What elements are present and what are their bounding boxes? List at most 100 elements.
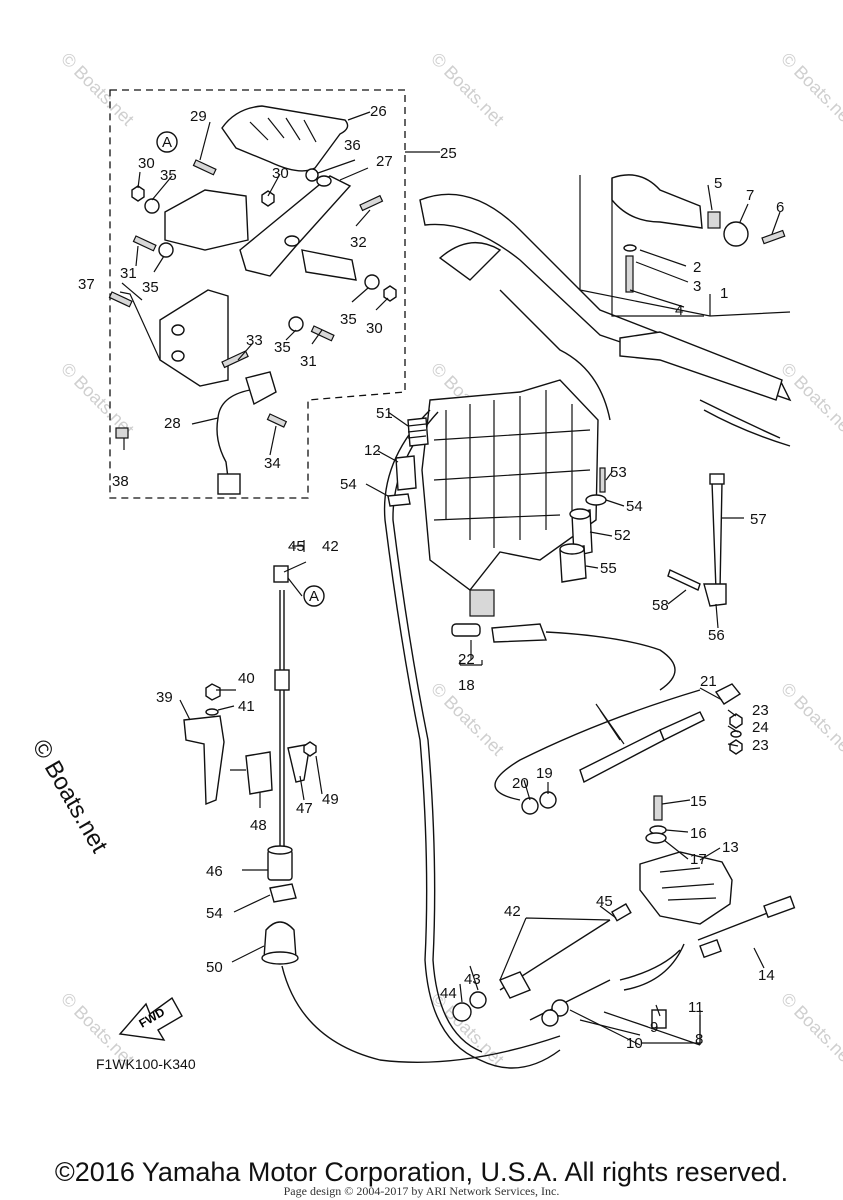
end-cap-7 — [723, 221, 749, 247]
callout: 2 — [693, 259, 701, 276]
control-unit-13 — [639, 851, 733, 925]
callout: 31 — [120, 265, 137, 282]
callout: 44 — [440, 985, 457, 1002]
holder-54 — [387, 493, 411, 507]
callout: 41 — [238, 698, 255, 715]
mount-bracket — [159, 289, 229, 387]
lever-housing — [164, 189, 249, 251]
leader-lines — [119, 111, 781, 1046]
callout: 37 — [78, 276, 95, 293]
screw-29 — [192, 159, 217, 176]
callout: 58 — [652, 597, 669, 614]
callout: 11 — [688, 999, 704, 1016]
callout: 47 — [296, 800, 313, 817]
grommet-50 — [263, 921, 297, 959]
callout: 42 — [322, 538, 339, 555]
cable-end-12 — [395, 455, 417, 491]
clip-54 — [269, 883, 297, 903]
callout: 35 — [160, 167, 177, 184]
callout: 54 — [206, 905, 223, 922]
sensor-connector-28 — [217, 473, 241, 495]
remote-cable-assembly — [452, 903, 632, 1027]
cable-sleeve-18 — [579, 729, 665, 784]
callout: 22 — [458, 651, 475, 668]
callout: 36 — [344, 137, 361, 154]
callout: 33 — [246, 332, 263, 349]
clip-58 — [667, 569, 701, 591]
callout: 50 — [206, 959, 223, 976]
joint-45 — [273, 565, 289, 583]
callout: 38 — [112, 473, 129, 490]
washer-41 — [205, 708, 219, 716]
callout: 23 — [752, 702, 769, 719]
callout: 6 — [776, 199, 784, 216]
callout: 52 — [614, 527, 631, 544]
fwd-arrow: FWD — [118, 996, 183, 1041]
callout: 56 — [708, 627, 725, 644]
callout: 31 — [300, 353, 317, 370]
grommet-17 — [645, 832, 667, 844]
reference-mark-label: A — [162, 134, 172, 151]
reference-mark-bottom: A — [303, 585, 325, 607]
callout: 39 — [156, 689, 173, 706]
callout: 16 — [690, 825, 707, 842]
throttle-lever-26 — [221, 105, 349, 172]
column-bolt — [469, 589, 495, 617]
steering-column — [421, 289, 611, 617]
steering-cable-assembly — [383, 409, 561, 1069]
callout: 7 — [746, 187, 754, 204]
callout: 1 — [720, 285, 728, 302]
callout: 3 — [693, 278, 701, 295]
callout: 10 — [626, 1035, 643, 1052]
steering-cable-top — [499, 289, 611, 421]
rod-end-21 — [714, 683, 742, 705]
callout: 21 — [700, 673, 717, 690]
callout: 57 — [750, 511, 767, 528]
nut-38 — [115, 427, 129, 439]
callout: 17 — [690, 851, 707, 868]
callout: 4 — [675, 302, 683, 319]
watermark: © Boats.net — [57, 49, 138, 130]
clamp-47 — [287, 743, 311, 783]
right-handlebar — [619, 331, 783, 401]
throttle-grip — [611, 174, 703, 229]
callout: 27 — [376, 153, 393, 170]
callout: 35 — [142, 279, 159, 296]
watermark: © Boats.net — [777, 679, 843, 760]
plate-48 — [245, 751, 273, 795]
bolt-31 — [310, 325, 335, 342]
shift-cable-18 — [494, 689, 701, 801]
callout: 54 — [626, 498, 643, 515]
washer-2 — [623, 244, 637, 252]
harness-8 — [619, 943, 685, 991]
clamp-11 — [651, 1009, 667, 1029]
joint-22 — [451, 623, 481, 637]
callout: 48 — [250, 817, 267, 834]
washer-19 — [539, 791, 557, 809]
callout: 13 — [722, 839, 739, 856]
bolt-32 — [359, 194, 384, 212]
reverse-unit — [619, 795, 796, 1029]
callout: 35 — [274, 339, 291, 356]
washer-35 — [364, 274, 380, 290]
callout: 30 — [138, 155, 155, 172]
callout: 25 — [440, 145, 457, 162]
watermark: © Boats.net — [427, 49, 508, 130]
washer-35 — [144, 198, 160, 214]
copyright-notice: ©2016 Yamaha Motor Corporation, U.S.A. A… — [54, 1157, 789, 1187]
washer-35 — [158, 242, 174, 258]
callout: 19 — [536, 765, 553, 782]
bolt-15 — [653, 795, 663, 821]
callout: 20 — [512, 775, 529, 792]
cable-9 — [529, 979, 611, 1021]
washer-24 — [730, 730, 742, 738]
callout: 5 — [714, 175, 722, 192]
nut-23 — [729, 739, 743, 755]
nut-30 — [131, 185, 145, 202]
callout: 49 — [322, 791, 339, 808]
screw-34 — [266, 413, 288, 428]
callout: 51 — [376, 405, 393, 422]
washer-36 — [305, 168, 319, 182]
callout: 30 — [366, 320, 383, 337]
